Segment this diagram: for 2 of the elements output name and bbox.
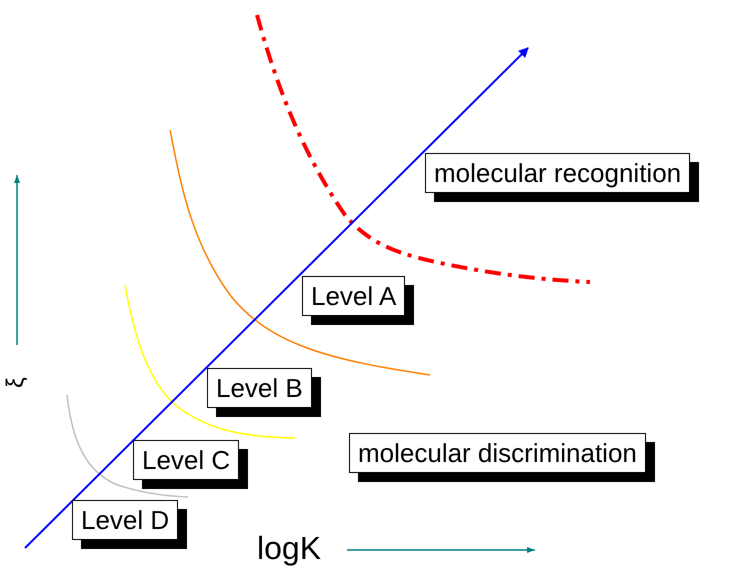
axis-label: logK <box>257 530 322 567</box>
axis-label: ξ <box>2 377 30 388</box>
